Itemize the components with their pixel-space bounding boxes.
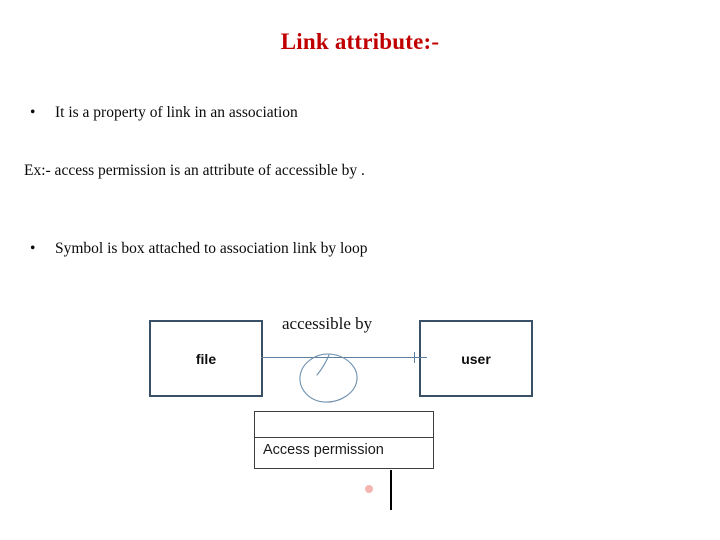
page-title: Link attribute:- — [280, 29, 440, 54]
association-label: accessible by — [282, 314, 373, 333]
association-endpoint-tick — [414, 352, 415, 363]
class-box-file-label: file — [195, 350, 217, 367]
class-box-file: file — [149, 320, 263, 397]
link-attribute-name: Access permission — [263, 442, 384, 458]
bullet-text-1: It is a property of link in an associati… — [55, 104, 298, 121]
text-cursor — [390, 470, 392, 510]
association-line — [261, 357, 427, 358]
class-box-user-label: user — [461, 350, 491, 367]
link-attribute-top-compartment — [255, 412, 433, 438]
loop-connector-icon — [299, 353, 358, 403]
link-attribute-box: Access permission — [254, 411, 434, 469]
bullet-text-2: Symbol is box attached to association li… — [55, 240, 368, 257]
annotation-dot — [365, 485, 373, 493]
bullet-marker-1: • — [30, 104, 36, 121]
class-box-user: user — [419, 320, 533, 397]
example-text: Ex:- access permission is an attribute o… — [24, 162, 365, 179]
bullet-marker-2: • — [30, 240, 36, 257]
